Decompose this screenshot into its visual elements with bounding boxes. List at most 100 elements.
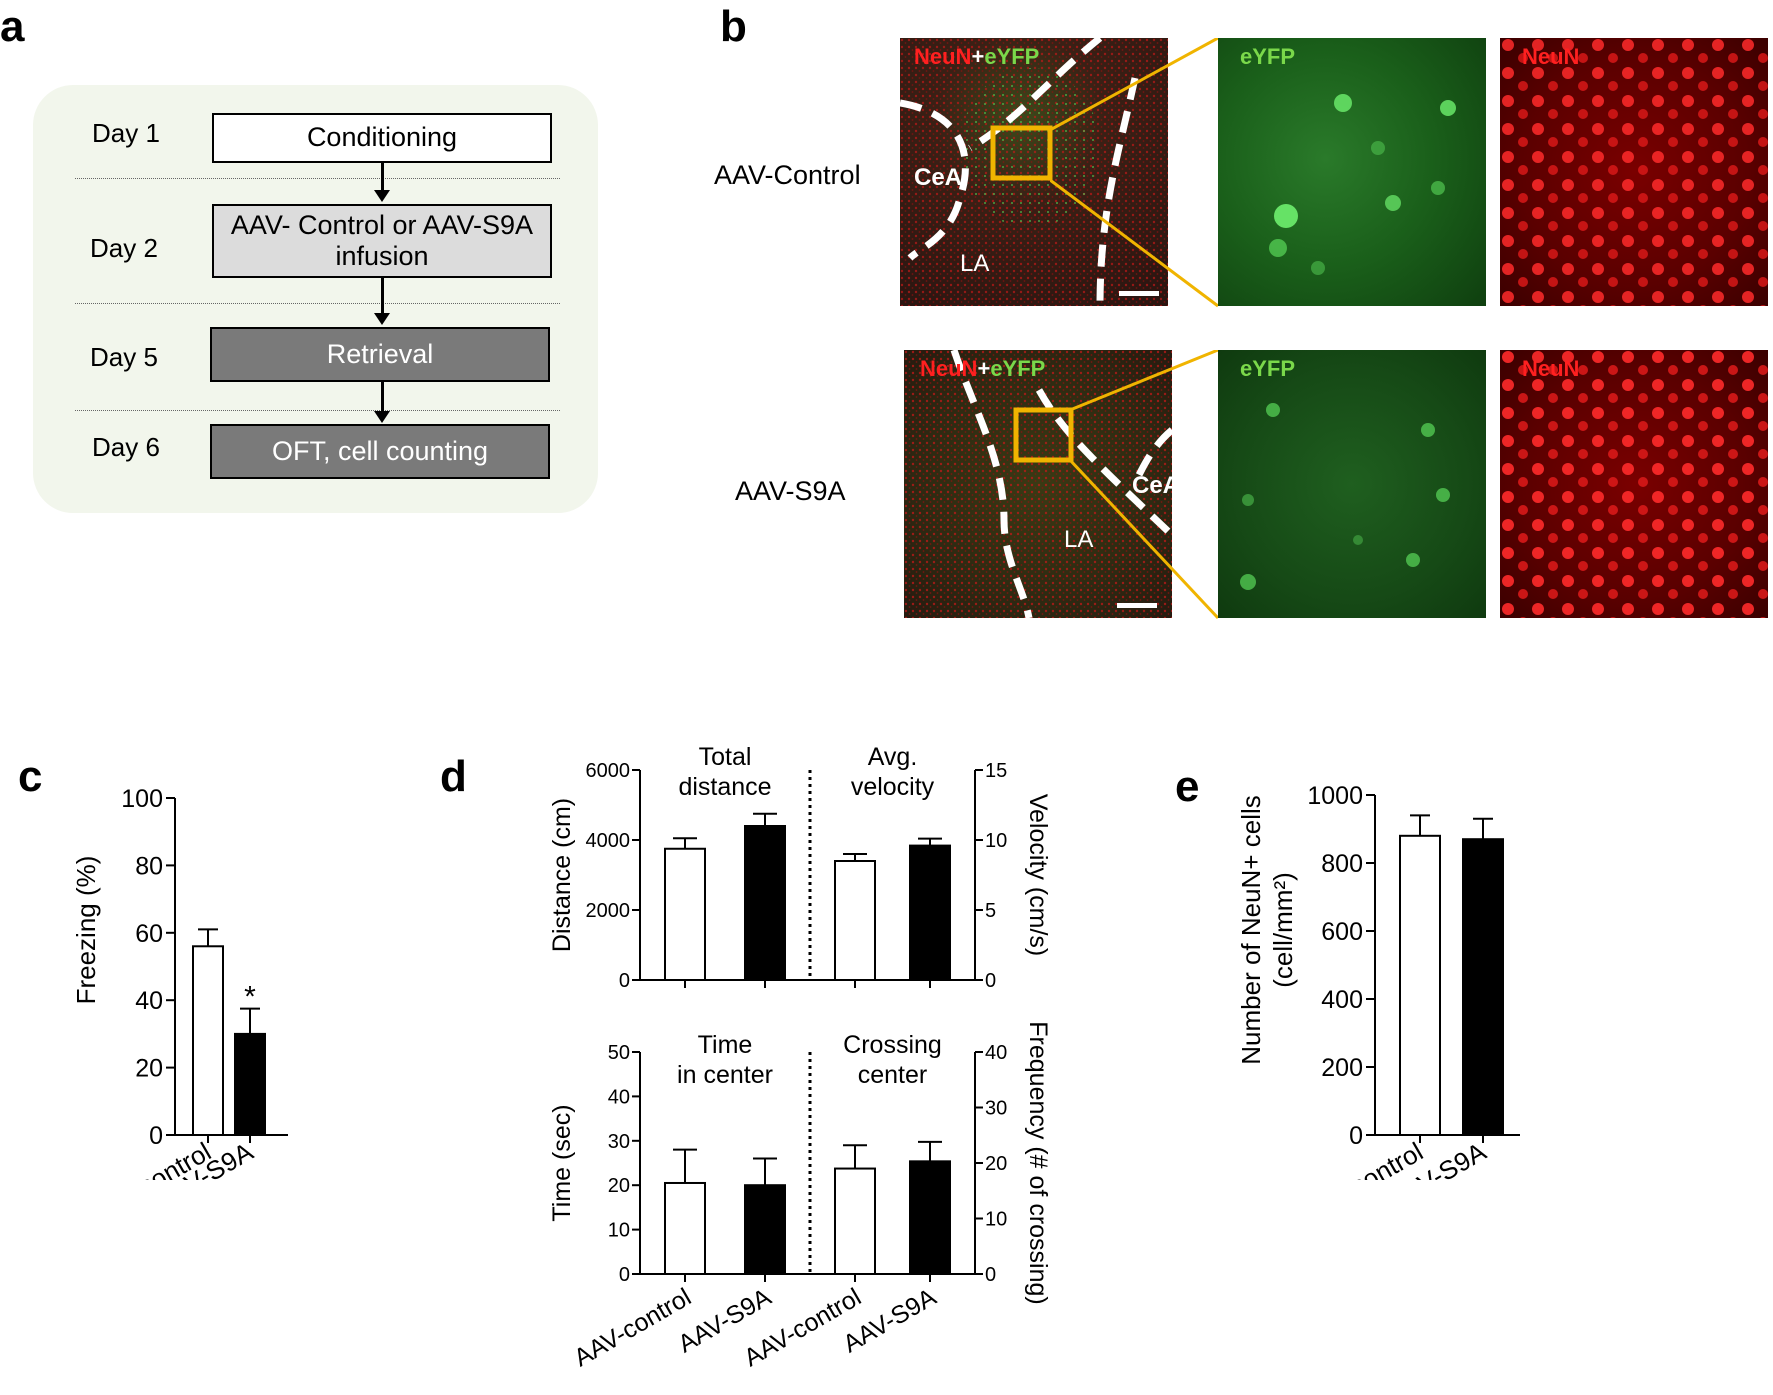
region-label-la: LA — [960, 250, 990, 277]
zoom-connector-s9a — [1070, 350, 1220, 620]
bar-aav-s9a — [909, 844, 951, 981]
right-y-tick-label: 0 — [985, 1264, 996, 1286]
left-y-tick-label: 10 — [608, 1220, 630, 1242]
panel-label-a: a — [0, 2, 25, 51]
panel-label-e: e — [1175, 762, 1200, 811]
neun-cell-count-chart: 02004006008001000AAV-controlAAV-S9ANumbe… — [1236, 782, 1520, 1180]
left-y-tick-label: 0 — [619, 1264, 630, 1286]
left-y-tick-label: 50 — [608, 1042, 630, 1064]
open-field-distance-velocity-chart: 0200040006000051015TotaldistanceAvg.velo… — [548, 743, 1052, 992]
overview-overlay-s9a — [904, 350, 1172, 618]
eyfp-cells — [1269, 94, 1456, 275]
region-label-la: LA — [1064, 526, 1094, 553]
day-label-2: Day 2 — [90, 233, 158, 263]
bar-aav-s9a — [1462, 838, 1504, 1136]
left-y-tick-label: 0 — [619, 970, 630, 992]
y-tick-label: 400 — [1321, 986, 1363, 1014]
y-axis-label: Freezing (%) — [71, 856, 101, 1005]
step-conditioning: Conditioning — [212, 113, 552, 163]
timeline-divider — [75, 303, 560, 304]
step-oft-cell-counting: OFT, cell counting — [210, 424, 550, 479]
y-axis-label: (cell/mm²) — [1268, 872, 1298, 988]
bar-aav-s9a — [909, 1160, 951, 1276]
bar-aav-control — [1399, 834, 1441, 1137]
zoom-neun-s9a: NeuN — [1500, 350, 1768, 618]
y-tick-label: 0 — [149, 1122, 163, 1150]
neun-cells — [1500, 350, 1768, 618]
bar-aav-s9a — [234, 1032, 266, 1136]
right-y-tick-label: 10 — [985, 830, 1007, 852]
y-tick-label: 100 — [121, 785, 163, 813]
y-tick-label: 20 — [135, 1055, 163, 1083]
region-label-cea: CeA — [1132, 472, 1172, 499]
bar-aav-control — [192, 945, 224, 1136]
right-y-axis-label: Frequency (# of crossing) — [1024, 1021, 1052, 1304]
zoom-neun-control: NeuN — [1500, 38, 1768, 306]
left-y-tick-label: 40 — [608, 1086, 630, 1108]
overview-overlay-control — [900, 38, 1168, 306]
neun-cells — [1500, 38, 1768, 306]
group-label: center — [858, 1061, 927, 1089]
y-tick-label: 60 — [135, 920, 163, 948]
left-y-tick-label: 2000 — [586, 900, 631, 922]
overview-micrograph-s9a: NeuN+eYFP CeA LA — [904, 350, 1172, 618]
y-tick-label: 0 — [1349, 1122, 1363, 1150]
eyfp-cells — [1240, 403, 1450, 590]
zoom-label-neun: NeuN — [1522, 356, 1580, 381]
right-y-tick-label: 15 — [985, 760, 1007, 782]
left-y-axis-label: Distance (cm) — [548, 798, 576, 952]
zoom-label-neun: NeuN — [1522, 44, 1580, 69]
step-infusion: AAV- Control or AAV-S9A infusion — [212, 204, 552, 278]
right-y-tick-label: 20 — [985, 1153, 1007, 1175]
y-tick-label: 600 — [1321, 918, 1363, 946]
right-y-tick-label: 30 — [985, 1098, 1007, 1120]
day-label-5: Day 5 — [90, 342, 158, 372]
zoom-connector-control — [1050, 38, 1219, 308]
row-label-aav-control: AAV-Control — [714, 160, 861, 190]
group-label: velocity — [851, 773, 935, 801]
step-retrieval: Retrieval — [210, 327, 550, 382]
open-field-center-chart: 01020304050010203040AAV-controlAAV-S9ATi… — [548, 1021, 1052, 1372]
y-tick-label: 40 — [135, 987, 163, 1015]
y-tick-label: 80 — [135, 852, 163, 880]
bar-aav-control — [834, 1167, 876, 1275]
group-label: Time — [698, 1031, 753, 1059]
group-label: in center — [677, 1061, 773, 1089]
timeline-divider — [75, 410, 560, 411]
group-label: Crossing — [843, 1031, 942, 1059]
timeline-divider — [75, 178, 560, 179]
left-y-tick-label: 30 — [608, 1131, 630, 1153]
group-label: distance — [678, 773, 771, 801]
overview-label-control: NeuN+eYFP — [914, 44, 1040, 69]
right-y-tick-label: 40 — [985, 1042, 1007, 1064]
bar-aav-control — [834, 860, 876, 981]
group-label: Avg. — [868, 743, 918, 771]
overview-label-s9a: NeuN+eYFP — [920, 356, 1046, 381]
bar-aav-control — [664, 847, 706, 981]
panel-label-d: d — [440, 752, 467, 801]
right-y-axis-label: Velocity (cm/s) — [1024, 794, 1052, 957]
y-tick-label: 800 — [1321, 850, 1363, 878]
y-axis-label: Number of NeuN+ cells — [1236, 795, 1266, 1065]
panel-label-b: b — [720, 2, 747, 51]
zoom-eyfp-control: eYFP — [1218, 38, 1486, 306]
right-y-tick-label: 10 — [985, 1209, 1007, 1231]
bar-aav-control — [664, 1181, 706, 1275]
bar-aav-s9a — [744, 1184, 786, 1275]
row-label-aav-s9a: AAV-S9A — [735, 476, 846, 506]
freezing-chart: 020406080100AAV-controlAAV-S9A*Freezing … — [71, 785, 288, 1180]
day-label-1: Day 1 — [92, 118, 160, 148]
day-label-6: Day 6 — [92, 432, 160, 462]
zoom-eyfp-s9a: eYFP — [1218, 350, 1486, 618]
y-tick-label: 1000 — [1307, 782, 1363, 810]
group-label: Total — [699, 743, 752, 771]
right-y-tick-label: 5 — [985, 900, 996, 922]
region-label-cea: CeA — [914, 164, 963, 191]
left-y-tick-label: 4000 — [586, 830, 631, 852]
overview-micrograph-control: NeuN+eYFP CeA LA — [900, 38, 1168, 306]
panel-label-c: c — [18, 752, 43, 801]
left-y-tick-label: 20 — [608, 1175, 630, 1197]
left-y-tick-label: 6000 — [586, 760, 631, 782]
left-y-axis-label: Time (sec) — [548, 1104, 576, 1221]
significance-marker: * — [244, 981, 256, 1014]
